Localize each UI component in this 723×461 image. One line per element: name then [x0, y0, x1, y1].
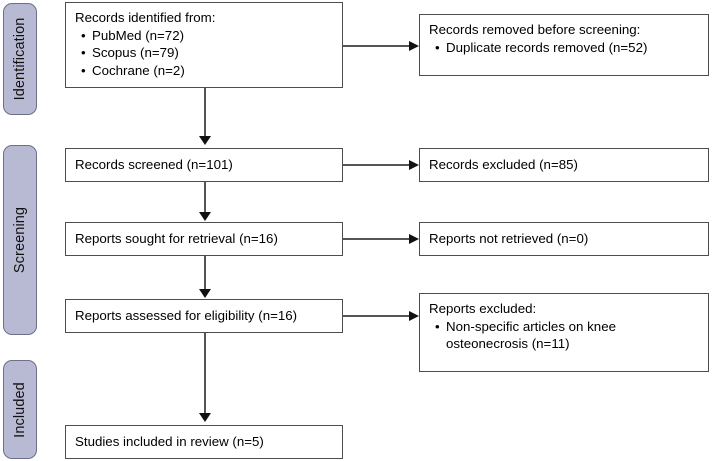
- arrow-right-icon: [409, 40, 419, 51]
- box-records-excluded-heading: Records excluded (n=85): [429, 157, 578, 173]
- arrow-right-icon: [409, 159, 419, 170]
- box-records-removed: Records removed before screening: Duplic…: [419, 14, 709, 76]
- connector-sought-to-not-retrieved: [343, 238, 409, 240]
- box-reports-sought: Reports sought for retrieval (n=16): [65, 222, 343, 256]
- arrow-down-icon: [199, 136, 211, 145]
- box-studies-included: Studies included in review (n=5): [65, 425, 343, 459]
- box-reports-not-retrieved-heading: Reports not retrieved (n=0): [429, 231, 589, 247]
- box-records-removed-heading: Records removed before screening:: [429, 22, 641, 37]
- connector-assessed-to-excluded: [343, 315, 409, 317]
- list-item: Non-specific articles on knee osteonecro…: [435, 318, 699, 353]
- list-item-line-2: osteonecrosis (n=11): [446, 336, 570, 351]
- box-reports-not-retrieved: Reports not retrieved (n=0): [419, 222, 709, 256]
- box-records-screened-heading: Records screened (n=101): [75, 157, 233, 173]
- box-studies-included-heading: Studies included in review (n=5): [75, 434, 264, 450]
- stage-tab-included: Included: [3, 360, 37, 459]
- list-item: Duplicate records removed (n=52): [435, 39, 699, 57]
- connector-screened-to-excluded: [343, 164, 409, 166]
- box-reports-excluded: Reports excluded: Non-specific articles …: [419, 293, 709, 372]
- arrow-down-icon: [199, 413, 211, 422]
- stage-tab-identification: Identification: [3, 3, 37, 115]
- connector-identified-to-screened: [204, 88, 206, 136]
- box-reports-sought-heading: Reports sought for retrieval (n=16): [75, 231, 278, 247]
- box-records-screened: Records screened (n=101): [65, 148, 343, 182]
- arrow-down-icon: [199, 289, 211, 298]
- list-item-line-1: Non-specific articles on knee: [446, 318, 616, 334]
- box-records-identified-list: PubMed (n=72) Scopus (n=79) Cochrane (n=…: [75, 27, 333, 80]
- arrow-right-icon: [409, 310, 419, 321]
- stage-tab-screening-label: Screening: [12, 206, 28, 274]
- stage-tab-screening: Screening: [3, 145, 37, 335]
- connector-identified-to-removed: [343, 45, 409, 47]
- list-item: Cochrane (n=2): [81, 62, 333, 80]
- box-records-removed-list: Duplicate records removed (n=52): [429, 39, 699, 57]
- box-reports-assessed-heading: Reports assessed for eligibility (n=16): [75, 308, 298, 324]
- list-item: PubMed (n=72): [81, 27, 333, 45]
- box-records-identified: Records identified from: PubMed (n=72) S…: [65, 2, 343, 88]
- arrow-down-icon: [199, 212, 211, 221]
- box-records-excluded: Records excluded (n=85): [419, 148, 709, 182]
- arrow-right-icon: [409, 233, 419, 244]
- box-reports-assessed: Reports assessed for eligibility (n=16): [65, 299, 343, 333]
- stage-tab-identification-label: Identification: [12, 17, 28, 101]
- box-reports-excluded-heading: Reports excluded:: [429, 301, 537, 316]
- connector-sought-to-assessed: [204, 256, 206, 289]
- list-item: Scopus (n=79): [81, 44, 333, 62]
- connector-assessed-to-included: [204, 333, 206, 413]
- stage-tab-included-label: Included: [12, 381, 28, 438]
- box-reports-excluded-list: Non-specific articles on knee osteonecro…: [429, 318, 699, 353]
- box-records-identified-heading: Records identified from:: [75, 10, 216, 25]
- connector-screened-to-sought: [204, 182, 206, 214]
